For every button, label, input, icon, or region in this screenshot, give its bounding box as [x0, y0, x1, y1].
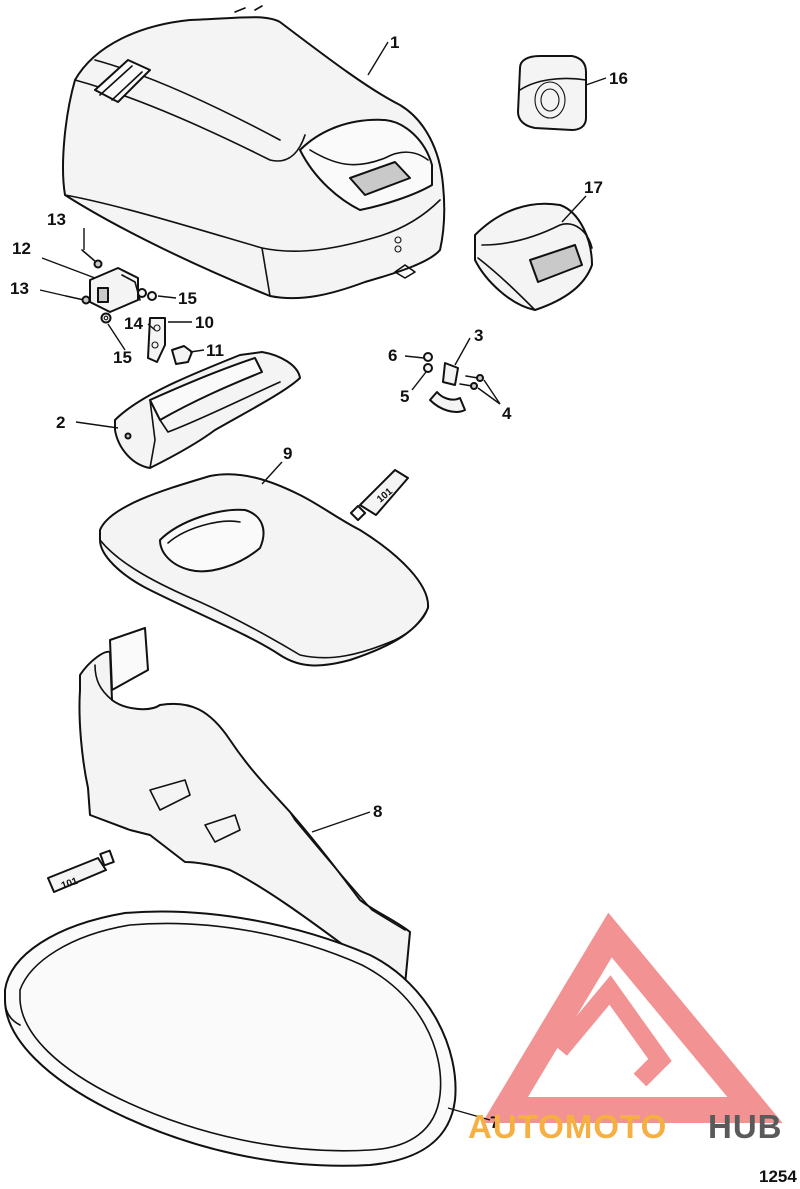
callout-2: 2 [56, 413, 65, 432]
seal-plate-part [99, 473, 430, 667]
top-cowl-part [62, 5, 446, 300]
callout-9: 9 [283, 444, 292, 463]
callout-15-right: 15 [178, 289, 197, 308]
callout-5: 5 [400, 387, 409, 406]
callout-14: 14 [124, 314, 143, 333]
callout-15-lower: 15 [113, 348, 132, 367]
callout-7: 7 [490, 1113, 499, 1132]
callout-16: 16 [609, 69, 628, 88]
callout-17: 17 [584, 178, 603, 197]
clamp-bracket-part [423, 352, 484, 413]
callout-10: 10 [195, 313, 214, 332]
figure-number: 1254 [759, 1167, 797, 1186]
bottom-seal-part [4, 910, 457, 1167]
callout-13-left: 13 [10, 279, 29, 298]
callout-13-upper: 13 [47, 210, 66, 229]
watermark-text-part1: AUTOMOTO [468, 1108, 667, 1145]
handle-tray-part [114, 351, 301, 469]
latch-assembly-part [65, 249, 193, 365]
callout-8: 8 [373, 802, 382, 821]
adhesive-tube-lower: 101 [47, 849, 115, 893]
callout-numbers: 1 2 3 4 5 6 7 8 9 10 11 12 13 13 14 15 1… [10, 33, 628, 1132]
callout-6: 6 [388, 346, 397, 365]
screw-pair [459, 374, 484, 390]
badge-decal-part [517, 55, 587, 131]
leader-lines [39, 41, 607, 1121]
callout-12: 12 [12, 239, 31, 258]
screw-upper [81, 249, 103, 269]
intake-grille-part [474, 202, 593, 311]
watermark-text-part2: HUB [708, 1108, 783, 1145]
callout-3: 3 [474, 326, 483, 345]
watermark-logo [482, 912, 783, 1123]
callout-1: 1 [390, 33, 399, 52]
side-shield-part [78, 627, 411, 986]
callout-4: 4 [502, 404, 512, 423]
watermark-text: AUTOMOTO HUB [468, 1108, 783, 1145]
screw-left [65, 295, 91, 305]
callout-11: 11 [206, 341, 224, 360]
adhesive-tube-upper: 101 [349, 469, 409, 522]
